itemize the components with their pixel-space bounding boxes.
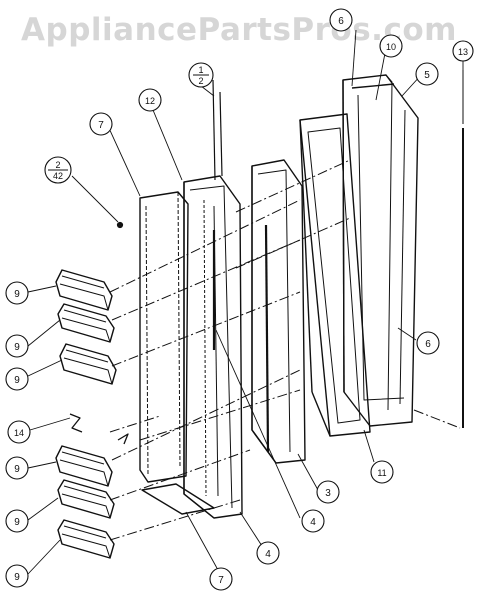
callout-circle-9-a <box>5 281 29 305</box>
clip-part <box>69 413 129 445</box>
callout-circle-12 <box>138 88 162 112</box>
callout-label-6-top: 6 <box>338 16 344 27</box>
door-bin-1 <box>55 269 113 311</box>
door-bin-4 <box>55 445 113 487</box>
bottom-bracket <box>141 483 215 515</box>
assembly-lines <box>109 159 461 541</box>
callout-circle-9-e <box>5 509 29 533</box>
callout-label-10: 10 <box>386 42 396 52</box>
callout-label-9-b: 9 <box>14 342 20 353</box>
callout-circle-9-d <box>5 456 29 480</box>
callout-label-3: 3 <box>325 488 331 499</box>
cabinet-shelf-frame <box>183 175 243 519</box>
callout-label-4-mid: 4 <box>310 517 316 528</box>
vertical-strip <box>212 79 223 181</box>
callout-label-7-top: 7 <box>98 120 104 131</box>
callout-label-9-d: 9 <box>14 464 20 475</box>
callout-den-1-2: 2 <box>198 76 203 86</box>
callout-circle-4-mid <box>301 509 325 533</box>
callout-label-14: 14 <box>14 428 24 438</box>
door-outer-panel <box>342 74 419 427</box>
callout-num-1-2: 1 <box>198 65 203 75</box>
inner-panel <box>251 159 306 464</box>
door-bin-5 <box>57 479 115 519</box>
door-bin-3 <box>59 343 117 385</box>
callout-circle-7-top <box>89 112 113 136</box>
callout-circle-13 <box>452 40 474 62</box>
callout-circle-4-low <box>256 541 280 565</box>
callout-label-7-bot: 7 <box>218 575 224 586</box>
callout-label-9-f: 9 <box>14 572 20 583</box>
callout-circle-10 <box>379 34 403 58</box>
callout-label-5: 5 <box>424 70 430 81</box>
leader-lines <box>27 29 464 575</box>
callout-circle-9-b <box>5 334 29 358</box>
door-bin-6 <box>57 519 115 559</box>
callout-label-4-low: 4 <box>265 549 271 560</box>
screw-part <box>116 221 124 229</box>
callout-label-13: 13 <box>458 47 468 57</box>
callout-circle-9-f <box>5 564 29 588</box>
callout-circle-9-c <box>5 367 29 391</box>
door-liner-frame <box>299 113 371 437</box>
door-bin-2 <box>57 303 115 343</box>
callout-circle-6-top <box>329 8 353 32</box>
callout-circle-14 <box>7 420 31 444</box>
callout-circle-3 <box>316 480 340 504</box>
left-rail <box>139 191 189 483</box>
callout-label-12: 12 <box>145 96 155 106</box>
callout-label-9-e: 9 <box>14 517 20 528</box>
callout-circle-11 <box>370 460 394 484</box>
callout-label-6-mid: 6 <box>425 339 431 350</box>
callout-num-2-42: 2 <box>55 160 60 170</box>
callout-label-9-a: 9 <box>14 289 20 300</box>
callout-label-11: 11 <box>377 468 386 478</box>
callout-den-2-42: 42 <box>53 171 63 181</box>
callout-label-9-c: 9 <box>14 375 20 386</box>
callout-circle-5 <box>415 62 439 86</box>
callout-circle-6-mid <box>416 331 440 355</box>
callout-circle-7-bot <box>209 567 233 591</box>
